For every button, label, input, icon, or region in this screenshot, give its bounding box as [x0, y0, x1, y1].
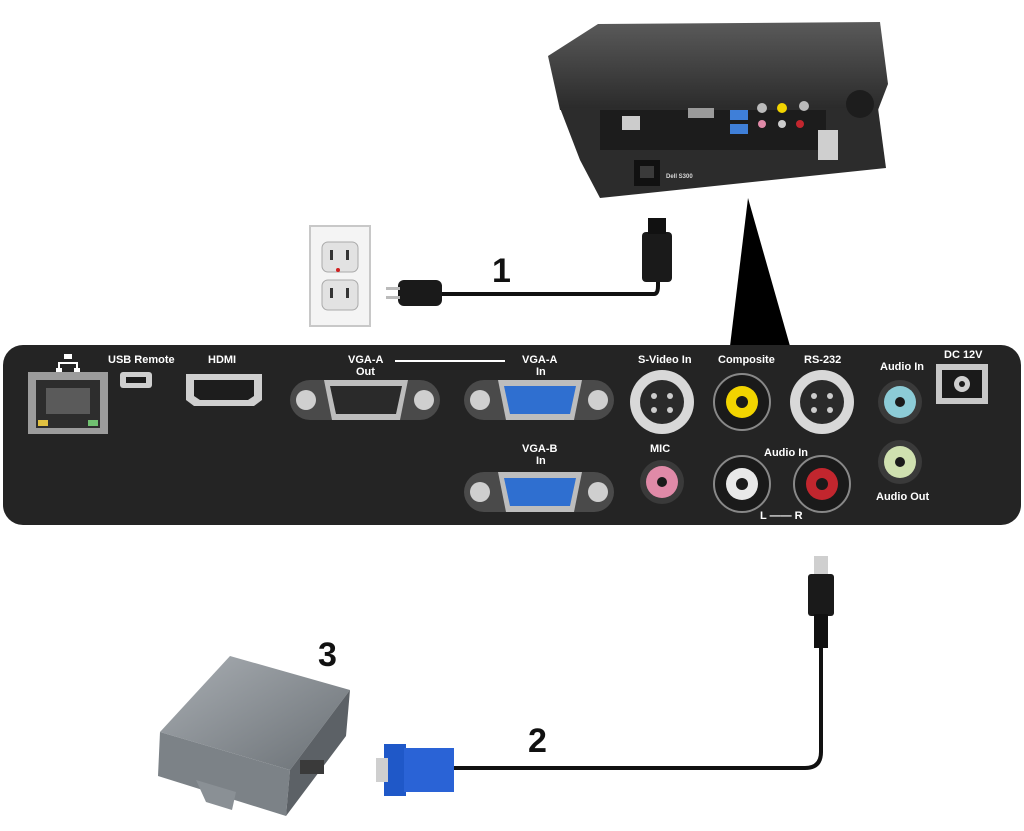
vga-a-in-label-2: In	[536, 366, 546, 378]
audio-in-top-label: Audio In	[880, 361, 924, 373]
wall-outlet	[309, 225, 371, 327]
rs232-label: RS-232	[804, 354, 841, 366]
mic-port	[640, 460, 684, 504]
audio-in-left-port	[713, 455, 771, 513]
rs232-port	[790, 370, 854, 434]
vga-b-in-port	[464, 472, 614, 512]
rs232-control-box	[158, 656, 350, 816]
usb-remote-label: USB Remote	[108, 354, 175, 366]
rear-panel: USB Remote HDMI VGA-A Out VGA-A In VGA-B…	[3, 345, 1021, 525]
audio-out-label: Audio Out	[876, 491, 929, 503]
network-icon	[56, 354, 80, 372]
vga-connector	[376, 744, 454, 796]
dc12v-label: DC 12V	[944, 349, 983, 361]
power-cable	[386, 218, 672, 306]
audio-in-right-port	[793, 455, 851, 513]
callout-number-2: 2	[528, 722, 547, 760]
vga-a-out-label-2: Out	[356, 366, 375, 378]
vga-a-in-port	[464, 380, 614, 420]
vga-a-in-label-1: VGA-A	[522, 354, 558, 366]
svideo-in-label: S-Video In	[638, 354, 692, 366]
vga-a-out-label-1: VGA-A	[348, 354, 384, 366]
vga-a-out-port	[290, 380, 440, 420]
audio-out-port	[878, 440, 922, 484]
dc12v-port	[936, 364, 988, 404]
network-port	[28, 354, 108, 434]
projector-model-label: Dell S300	[666, 174, 693, 180]
svideo-port	[630, 370, 694, 434]
callout-wedge	[730, 198, 790, 346]
callout-number-1: 1	[492, 252, 511, 290]
hdmi-label: HDMI	[208, 354, 236, 366]
rs232-cable	[376, 556, 834, 796]
audio-in-port	[878, 380, 922, 424]
projector: Dell S300	[548, 22, 888, 198]
composite-label: Composite	[718, 354, 775, 366]
callout-number-3: 3	[318, 636, 337, 674]
vga-b-in-label-2: In	[536, 455, 546, 467]
mic-label: MIC	[650, 443, 670, 455]
lr-label: L —— R	[760, 510, 803, 522]
audio-in-lr-label: Audio In	[764, 447, 808, 459]
composite-port	[713, 373, 771, 431]
vga-b-in-label-1: VGA-B	[522, 443, 558, 455]
